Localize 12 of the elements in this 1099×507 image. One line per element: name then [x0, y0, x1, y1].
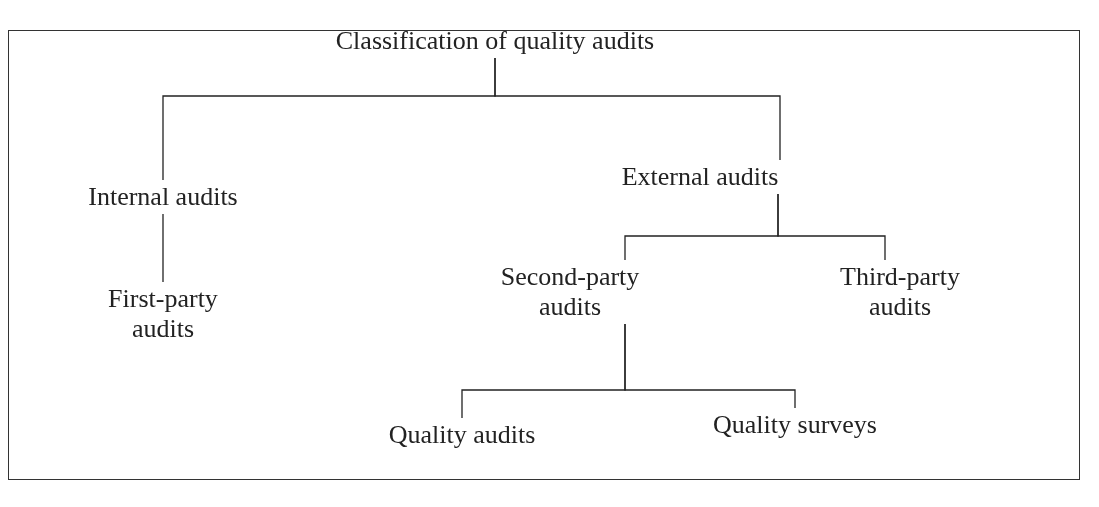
- connector-line: [494, 57, 781, 161]
- connector-line: [777, 193, 886, 261]
- connector-line: [162, 213, 164, 283]
- node-label: Classification of quality audits: [335, 26, 655, 56]
- node-label: External audits: [621, 162, 779, 192]
- connector-line: [624, 323, 796, 409]
- node-label: Internal audits: [88, 182, 238, 212]
- node-label: Third-party audits: [825, 262, 975, 322]
- node-label: First-party audits: [88, 284, 238, 344]
- node-label: Quality audits: [388, 420, 536, 450]
- node-label: Second-party audits: [485, 262, 655, 322]
- node-label: Quality surveys: [713, 410, 877, 440]
